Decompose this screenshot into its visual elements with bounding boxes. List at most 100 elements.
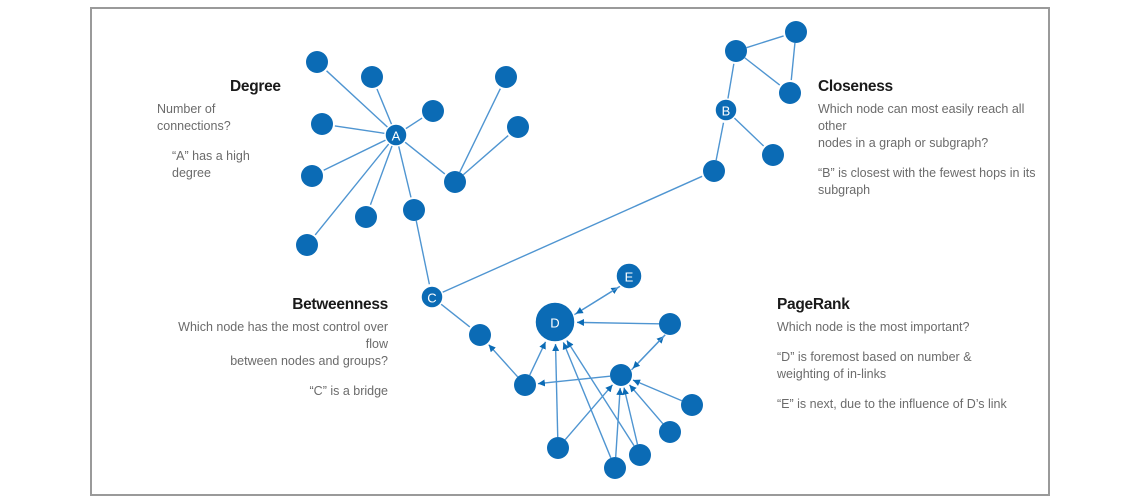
node-circle: [547, 437, 569, 459]
node-label: E: [625, 270, 634, 285]
directed-edge: [615, 387, 624, 458]
node-circle: [420, 285, 444, 309]
directed-edge: [552, 343, 560, 438]
graph-node: [703, 160, 725, 182]
edge: [715, 122, 725, 161]
edge: [733, 117, 765, 147]
degree-note: “A” has a high degree: [172, 149, 250, 180]
node-circle: [604, 457, 626, 479]
betweenness-note: “C” is a bridge: [309, 384, 389, 398]
directed-edge: [566, 340, 635, 447]
degree-title: Degree: [230, 78, 281, 95]
edge: [376, 88, 393, 126]
graph-node: [762, 144, 784, 166]
edge: [746, 35, 784, 49]
node-circle: [725, 40, 747, 62]
graph-node: [495, 66, 517, 88]
node-circle: [507, 116, 529, 138]
graph-node: [306, 51, 328, 73]
directed-edge: [564, 384, 614, 441]
betweenness-question-line-2: between nodes and groups?: [230, 354, 388, 368]
pagerank-question: Which node is the most important?: [777, 320, 970, 334]
edges-layer: [314, 35, 796, 459]
graph-node: [629, 444, 651, 466]
directed-edge: [632, 379, 683, 402]
node-circle: [779, 82, 801, 104]
directed-edge: [537, 375, 611, 387]
edge: [441, 175, 703, 294]
node-circle: [703, 160, 725, 182]
graph-node: [444, 171, 466, 193]
edge: [744, 57, 781, 86]
node-circle: [785, 21, 807, 43]
node-circle: [514, 374, 536, 396]
node-circle: [610, 364, 632, 386]
pagerank-note-line-2: weighting of in-links: [777, 367, 887, 381]
graph-node: [296, 234, 318, 256]
edge: [462, 135, 509, 176]
edge: [459, 88, 501, 173]
node-circle: [384, 123, 408, 147]
closeness-question-line-2: nodes in a graph or subgraph?: [818, 136, 989, 150]
node-circle: [306, 51, 328, 73]
graph-node: [610, 364, 632, 386]
node-circle: [469, 324, 491, 346]
graph-node: [785, 21, 807, 43]
node-e: E: [615, 262, 643, 290]
graph-node: [514, 374, 536, 396]
graph-node: [659, 421, 681, 443]
edge: [440, 303, 471, 328]
pagerank-block: PageRank Which node is the most importan…: [777, 296, 1017, 413]
betweenness-block: Betweenness Which node has the most cont…: [160, 296, 388, 400]
edge: [415, 220, 431, 285]
node-d: D: [534, 301, 576, 343]
graph-node: [681, 394, 703, 416]
graph-node: [469, 324, 491, 346]
pagerank-note2: “E” is next, due to the influence of D’s…: [777, 397, 1007, 411]
node-circle: [311, 113, 333, 135]
node-a: A: [384, 123, 408, 147]
node-circle: [361, 66, 383, 88]
directed-edge: [628, 384, 664, 425]
graph-node: [725, 40, 747, 62]
node-circle: [762, 144, 784, 166]
graph-node: [361, 66, 383, 88]
edge: [334, 125, 386, 135]
directed-edge: [622, 387, 639, 445]
directed-edge: [575, 285, 621, 315]
graph-node: [604, 457, 626, 479]
pagerank-note-line-1: “D” is foremost based on number &: [777, 350, 972, 364]
diagram-frame: [90, 7, 1050, 496]
pagerank-title: PageRank: [777, 296, 850, 313]
graph-node: [507, 116, 529, 138]
edge: [314, 143, 390, 236]
graph-node: [779, 82, 801, 104]
betweenness-title: Betweenness: [292, 296, 388, 313]
directed-edge: [632, 334, 666, 369]
edge: [727, 63, 735, 100]
edge: [404, 141, 446, 175]
node-circle: [714, 98, 738, 122]
node-circle: [495, 66, 517, 88]
node-circle: [659, 421, 681, 443]
node-circle: [422, 100, 444, 122]
node-circle: [629, 444, 651, 466]
betweenness-question-line-1: Which node has the most control over flo…: [178, 320, 388, 351]
edge: [397, 145, 412, 198]
node-label: A: [392, 129, 401, 144]
edge: [323, 139, 387, 171]
closeness-note-line-1: “B” is closest with the fewest hops in i…: [818, 166, 1036, 180]
node-circle: [403, 199, 425, 221]
degree-block: Degree Number of connections? “A” has a …: [140, 78, 281, 182]
node-circle: [301, 165, 323, 187]
node-label: D: [550, 316, 559, 331]
directed-edge: [562, 342, 612, 459]
node-circle: [615, 262, 643, 290]
graph-node: [547, 437, 569, 459]
closeness-note-line-2: subgraph: [818, 183, 871, 197]
graph-node: [422, 100, 444, 122]
closeness-block: Closeness Which node can most easily rea…: [818, 78, 1048, 199]
node-label: C: [427, 291, 436, 306]
node-circle: [681, 394, 703, 416]
